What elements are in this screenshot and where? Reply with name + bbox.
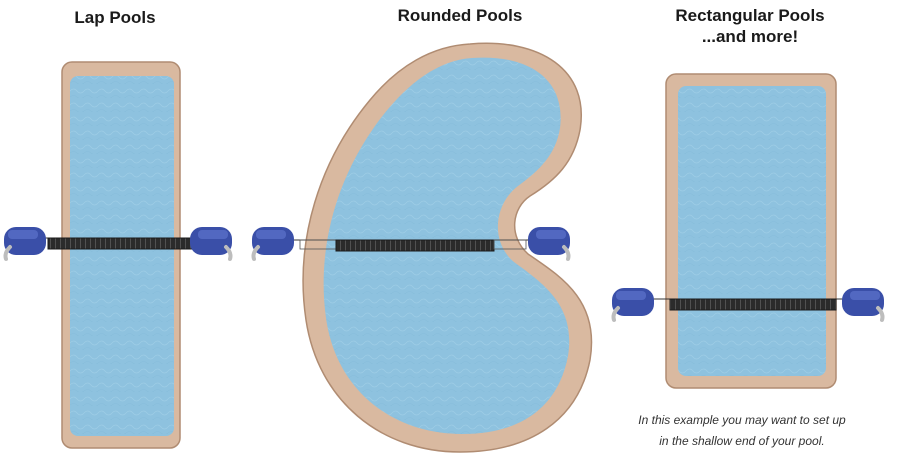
setup-caption: In this example you may want to set up i… <box>612 410 872 452</box>
lap-pool-cover <box>47 237 201 250</box>
rectangular-pools-title: Rectangular Pools ...and more! <box>640 5 860 47</box>
rectangular-pool <box>610 73 886 389</box>
lap-pool-left-reel <box>2 225 48 261</box>
lap-pools-title: Lap Pools <box>74 8 156 27</box>
rounded-pool-right-reel <box>526 225 572 261</box>
rectangular-pool-cover <box>669 298 837 311</box>
rounded-pool <box>250 42 593 453</box>
setup-caption-line1: In this example you may want to set up <box>638 413 846 427</box>
rounded-pool-left-reel <box>250 225 296 261</box>
rectangular-pools-title-line1: Rectangular Pools <box>675 6 825 25</box>
rounded-pool-cover-edge-right <box>493 239 527 250</box>
rounded-pool-cover <box>335 239 495 252</box>
rectangular-pool-left-reel <box>610 286 656 322</box>
setup-caption-line2: in the shallow end of your pool. <box>659 434 825 448</box>
rounded-pools-title: Rounded Pools <box>397 6 523 25</box>
lap-pool <box>2 61 234 449</box>
lap-pool-water-texture <box>70 76 174 436</box>
rectangular-pools-title-line2: ...and more! <box>701 27 799 46</box>
rectangular-pool-water-texture <box>678 86 826 376</box>
lap-pool-right-reel <box>188 225 234 261</box>
rectangular-pool-right-reel <box>840 286 886 322</box>
